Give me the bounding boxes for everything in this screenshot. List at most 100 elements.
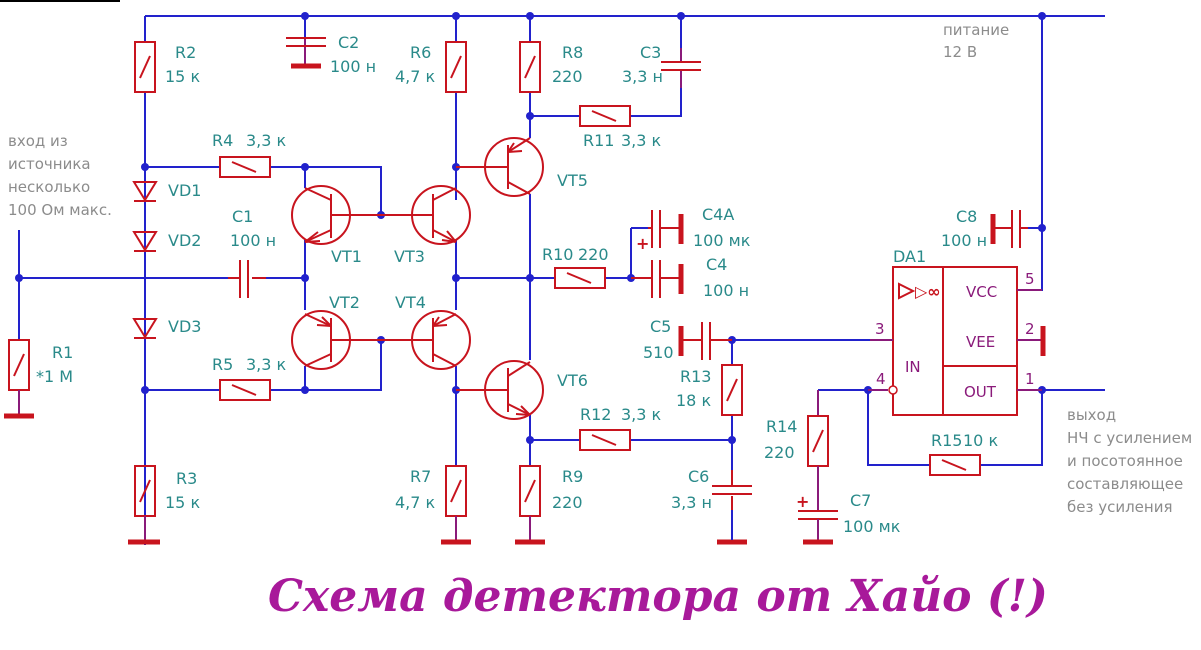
svg-text:100 мк: 100 мк — [843, 517, 901, 536]
svg-text:VD2: VD2 — [168, 231, 201, 250]
svg-text:R11: R11 — [583, 131, 614, 150]
svg-text:VD1: VD1 — [168, 181, 201, 200]
resistor-r3: R3 15 к — [128, 465, 200, 545]
capacitor-c4: C4 100 н — [631, 255, 749, 300]
svg-text:100 Ом макс.: 100 Ом макс. — [8, 201, 112, 219]
svg-text:2: 2 — [1025, 320, 1035, 338]
resistor-r5: R5 3,3 к — [212, 355, 287, 401]
svg-text:3,3 к: 3,3 к — [246, 131, 287, 150]
resistor-r13: R13 18 к — [676, 364, 743, 416]
resistor-r15: R15 10 к — [929, 431, 998, 476]
svg-text:220: 220 — [764, 443, 795, 462]
svg-text:R10: R10 — [542, 245, 573, 264]
svg-text:5: 5 — [1025, 270, 1035, 288]
opamp-symbol: ▷∞ — [915, 282, 941, 301]
resistor-r11: R11 3,3 к — [579, 105, 662, 150]
svg-text:и посотоянное: и посотоянное — [1067, 452, 1183, 470]
svg-text:3,3 к: 3,3 к — [246, 355, 287, 374]
svg-text:10 к: 10 к — [963, 431, 998, 450]
svg-text:100 мк: 100 мк — [693, 231, 751, 250]
svg-text:100 н: 100 н — [230, 231, 276, 250]
svg-text:C5: C5 — [650, 317, 671, 336]
capacitor-c6: C6 3,3 н — [671, 467, 752, 545]
transistor-vt1: VT1 — [291, 185, 381, 266]
svg-text:C8: C8 — [956, 207, 977, 226]
svg-text:510: 510 — [643, 343, 674, 362]
resistor-r1: R1 *1 М — [4, 339, 73, 419]
diode-vd3: VD3 — [132, 317, 201, 339]
capacitor-c1: C1 100 н — [228, 207, 276, 298]
svg-text:DA1: DA1 — [893, 247, 926, 266]
svg-text:R4: R4 — [212, 131, 233, 150]
resistor-r14: R14 220 — [764, 390, 829, 511]
resistor-r6: R6 4,7 к — [395, 41, 467, 93]
svg-text:несколько: несколько — [8, 178, 90, 196]
svg-text:VT6: VT6 — [557, 371, 588, 390]
svg-text:OUT: OUT — [964, 383, 997, 401]
svg-text:VEE: VEE — [966, 333, 995, 351]
svg-text:НЧ с усилением: НЧ с усилением — [1067, 429, 1192, 447]
svg-text:R9: R9 — [562, 467, 583, 486]
svg-text:C3: C3 — [640, 43, 661, 62]
svg-text:VD3: VD3 — [168, 317, 201, 336]
svg-text:R7: R7 — [410, 467, 431, 486]
svg-text:R3: R3 — [176, 469, 197, 488]
svg-text:3,3 к: 3,3 к — [621, 405, 662, 424]
svg-text:VT2: VT2 — [329, 293, 360, 312]
svg-text:источника: источника — [8, 155, 91, 173]
svg-text:15 к: 15 к — [165, 493, 200, 512]
svg-text:100 н: 100 н — [703, 281, 749, 300]
transistor-vt5: VT5 — [456, 137, 588, 197]
resistor-r12: R12 3,3 к — [579, 405, 662, 451]
svg-text:выход: выход — [1067, 406, 1116, 424]
svg-text:R8: R8 — [562, 43, 583, 62]
opamp-da1: ▷∞ DA1 VCC VEE OUT IN 3 4 5 2 1 — [868, 247, 1046, 416]
transistor-vt4: VT4 — [381, 293, 471, 370]
svg-text:220: 220 — [578, 245, 609, 264]
svg-text:VT3: VT3 — [394, 247, 425, 266]
svg-text:вход из: вход из — [8, 132, 68, 150]
svg-text:C2: C2 — [338, 33, 359, 52]
svg-text:без усиления: без усиления — [1067, 498, 1173, 516]
transistor-vt6: VT6 — [456, 360, 588, 420]
resistor-r4: R4 3,3 к — [212, 131, 287, 178]
svg-text:R1: R1 — [52, 343, 73, 362]
svg-text:R6: R6 — [410, 43, 431, 62]
svg-text:питание: питание — [943, 21, 1009, 39]
svg-text:220: 220 — [552, 67, 583, 86]
svg-text:4: 4 — [876, 370, 886, 388]
svg-text:220: 220 — [552, 493, 583, 512]
resistor-r8: R8 220 — [519, 41, 583, 93]
diode-vd1: VD1 — [132, 181, 201, 202]
resistor-r9: R9 220 — [515, 465, 583, 545]
svg-text:100 н: 100 н — [330, 57, 376, 76]
svg-text:12 В: 12 В — [943, 43, 977, 61]
svg-text:*1 М: *1 М — [36, 367, 73, 386]
junction-dots — [15, 12, 1046, 444]
svg-text:R2: R2 — [175, 43, 196, 62]
svg-text:C4A: C4A — [702, 205, 734, 224]
svg-text:R5: R5 — [212, 355, 233, 374]
svg-text:18 к: 18 к — [676, 391, 711, 410]
svg-text:VT4: VT4 — [395, 293, 426, 312]
svg-text:C4: C4 — [706, 255, 727, 274]
svg-text:IN: IN — [905, 358, 921, 376]
svg-text:3,3 н: 3,3 н — [622, 67, 663, 86]
svg-text:+: + — [636, 234, 649, 253]
svg-text:1: 1 — [1025, 370, 1035, 388]
svg-text:C7: C7 — [850, 491, 871, 510]
svg-text:VT1: VT1 — [331, 247, 362, 266]
capacitor-c7: + C7 100 мк — [796, 491, 901, 545]
capacitor-c8: C8 100 н — [941, 207, 1028, 250]
svg-text:3: 3 — [875, 320, 885, 338]
resistor-r10: R10 220 — [542, 245, 609, 289]
transistor-vt2: VT2 — [291, 293, 381, 370]
svg-text:100 н: 100 н — [941, 231, 987, 250]
svg-text:+: + — [796, 492, 809, 511]
svg-text:C1: C1 — [232, 207, 253, 226]
capacitor-c5: C5 510 — [643, 317, 732, 362]
svg-text:R14: R14 — [766, 417, 797, 436]
svg-text:15 к: 15 к — [165, 67, 200, 86]
resistor-r2: R2 15 к — [134, 41, 200, 93]
svg-text:VCC: VCC — [966, 283, 997, 301]
